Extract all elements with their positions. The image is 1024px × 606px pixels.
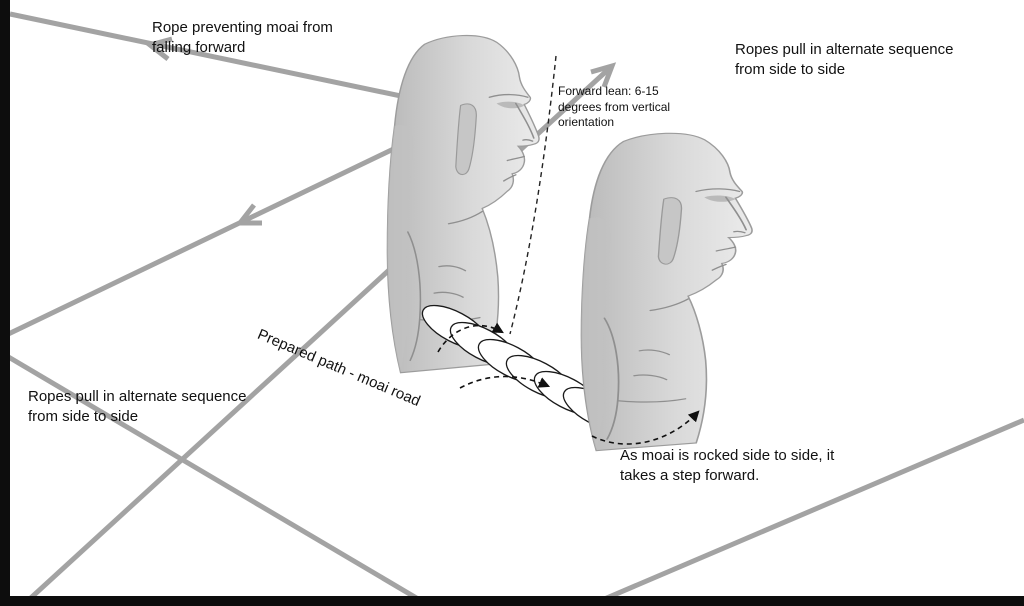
frame-left-edge: [0, 0, 10, 606]
label-forward-lean: Forward lean: 6-15 degrees from vertical…: [558, 84, 671, 130]
label-ropes-pull-left: Ropes pull in alternate sequence from si…: [28, 388, 247, 425]
rope-line-left-side: [0, 115, 460, 341]
rope-line-lower-right: [587, 417, 1024, 606]
label-ropes-pull-right: Ropes pull in alternate sequence from si…: [735, 41, 954, 78]
rocking-arrow-1: [437, 322, 504, 353]
forward-lean-reference-line: [509, 55, 557, 335]
frame-bottom-edge: [0, 596, 1024, 606]
rope-arrow-left-up-icon: [144, 36, 173, 61]
step-forward-arrow: [591, 410, 700, 445]
rope-line-rear-diagonal: [20, 64, 614, 606]
rope-arrow-down-left-icon: [234, 203, 262, 226]
rocking-arrow-2: [459, 375, 551, 389]
rope-arrow-up-right-icon: [590, 62, 617, 88]
rope-line-lower-left: [0, 349, 432, 606]
label-step-forward: As moai is rocked side to side, it takes…: [620, 447, 835, 484]
footprint-steps: [421, 304, 630, 432]
label-rope-preventing: Rope preventing moai from falling forwar…: [152, 19, 333, 56]
rope-line-front-restraint: [9, 11, 459, 111]
moai-rear: [580, 132, 753, 452]
